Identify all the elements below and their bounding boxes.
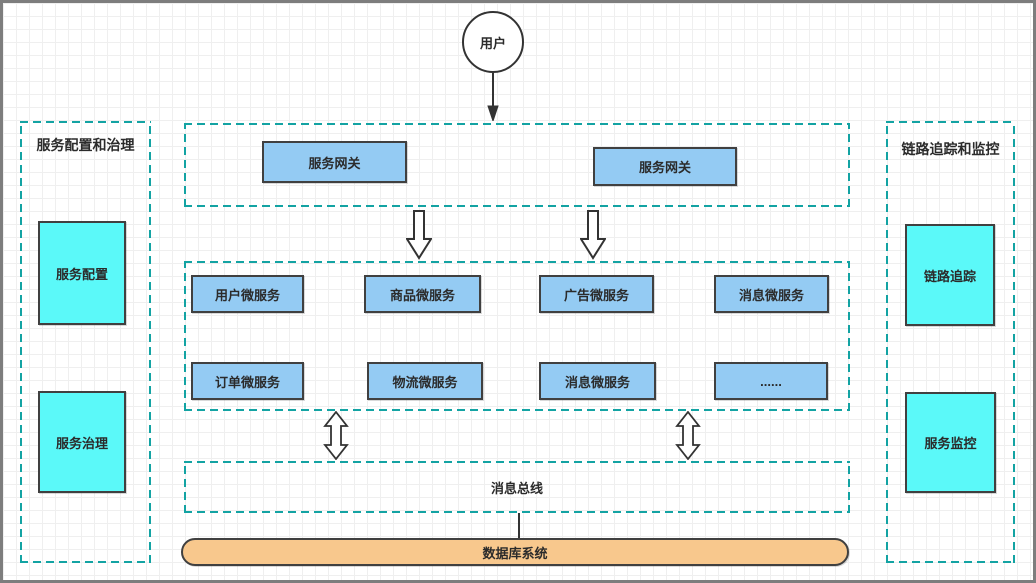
node-message-microservice-1-label: 消息微服务	[738, 287, 804, 303]
node-ellipsis[interactable]: ......	[714, 362, 828, 400]
node-user-microservice[interactable]: 用户微服务	[191, 275, 304, 313]
node-ellipsis-label: ......	[760, 373, 782, 389]
zone-config-governance-title: 服务配置和治理	[36, 137, 135, 153]
node-logistics-microservice-label: 物流微服务	[392, 374, 458, 390]
node-ad-microservice-label: 广告微服务	[563, 287, 629, 303]
node-link-tracing[interactable]: 链路追踪	[905, 224, 995, 326]
node-message-microservice-2-label: 消息微服务	[564, 374, 630, 390]
zone-trace-monitor-title: 链路追踪和监控	[901, 141, 1000, 157]
node-service-monitoring[interactable]: 服务监控	[905, 392, 996, 493]
zone-message-bus-label: 消息总线	[490, 480, 543, 496]
node-user[interactable]: 用户	[462, 11, 524, 73]
zone-config-governance[interactable]: 服务配置和治理	[20, 121, 151, 563]
node-user-microservice-label: 用户微服务	[214, 287, 280, 303]
zone-trace-monitor[interactable]: 链路追踪和监控	[886, 121, 1015, 563]
arrow-services-bus-2[interactable]	[675, 411, 701, 460]
node-service-config[interactable]: 服务配置	[38, 221, 126, 325]
node-gateway-2[interactable]: 服务网关	[593, 147, 737, 186]
node-message-microservice-1[interactable]: 消息微服务	[714, 275, 829, 313]
node-user-label: 用户	[479, 35, 506, 51]
node-link-tracing-label: 链路追踪	[923, 268, 976, 284]
node-database-label: 数据库系统	[482, 545, 548, 561]
arrow-user-to-gateway[interactable]	[486, 73, 500, 121]
node-gateway-1[interactable]: 服务网关	[262, 141, 407, 183]
connector-bus-to-database[interactable]	[518, 513, 520, 539]
arrow-gateway-to-services-2[interactable]	[580, 210, 606, 260]
zone-message-bus[interactable]	[184, 461, 850, 513]
node-service-governance[interactable]: 服务治理	[38, 391, 126, 493]
node-service-config-label: 服务配置	[55, 266, 108, 282]
node-order-microservice-label: 订单微服务	[214, 374, 280, 390]
node-message-microservice-2[interactable]: 消息微服务	[539, 362, 656, 400]
node-gateway-1-label: 服务网关	[308, 155, 361, 171]
arrow-services-bus-1[interactable]	[323, 411, 349, 460]
node-service-monitoring-label: 服务监控	[924, 436, 977, 451]
node-logistics-microservice[interactable]: 物流微服务	[367, 362, 483, 400]
node-gateway-2-label: 服务网关	[638, 160, 691, 175]
node-database[interactable]: 数据库系统	[181, 538, 849, 566]
arrow-gateway-to-services-1[interactable]	[406, 210, 432, 260]
node-product-microservice[interactable]: 商品微服务	[364, 275, 481, 313]
node-ad-microservice[interactable]: 广告微服务	[539, 275, 654, 313]
node-product-microservice-label: 商品微服务	[389, 287, 455, 303]
node-service-governance-label: 服务治理	[55, 435, 108, 451]
node-order-microservice[interactable]: 订单微服务	[191, 362, 304, 400]
